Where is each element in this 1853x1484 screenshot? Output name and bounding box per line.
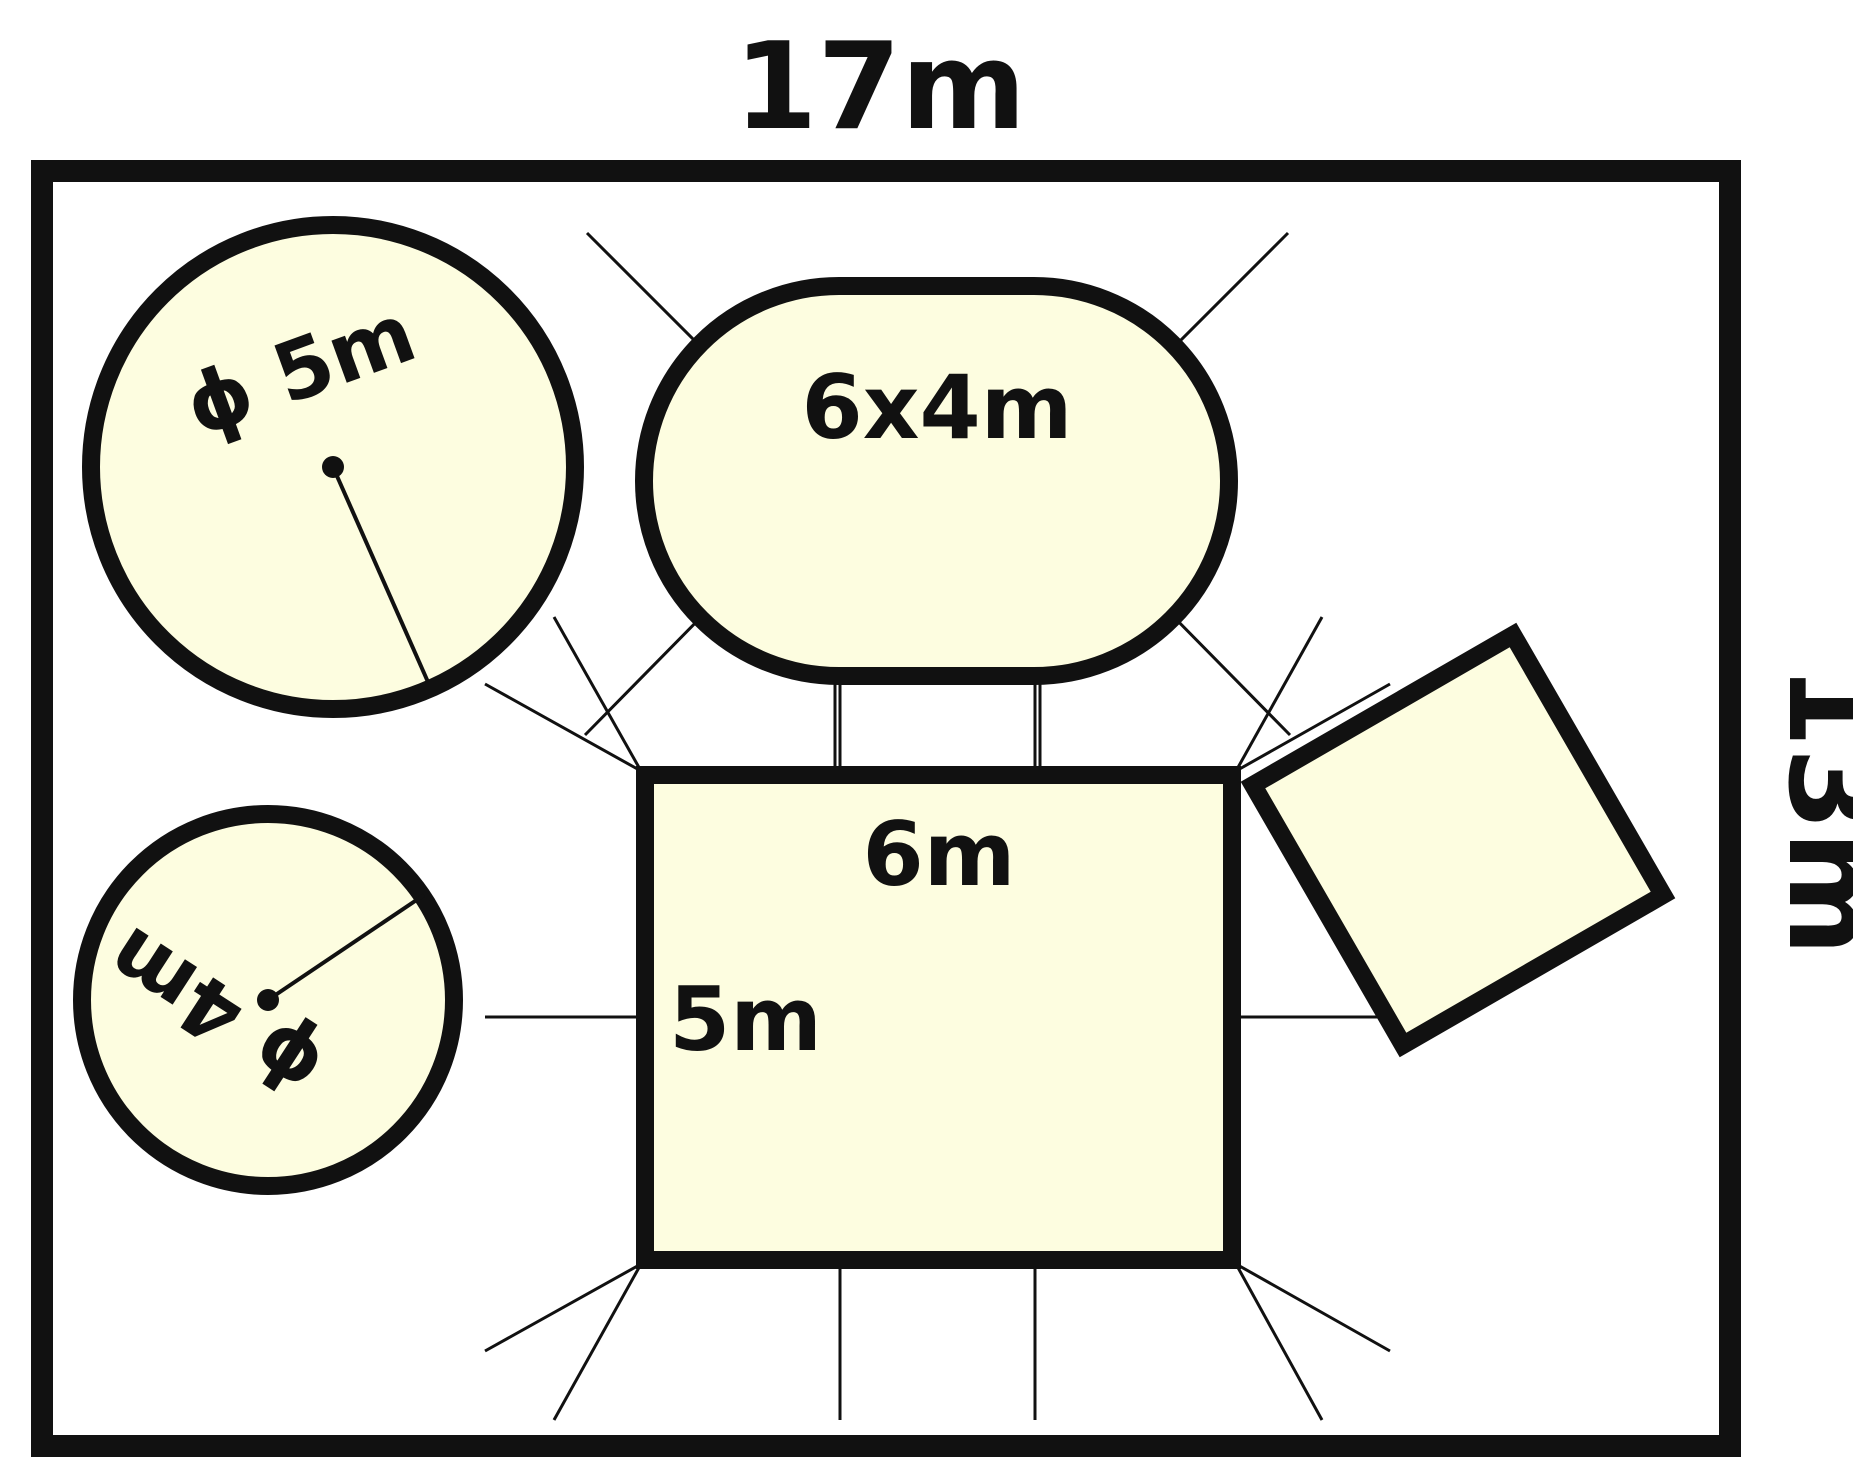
center-dot bbox=[322, 456, 344, 478]
guide-line bbox=[1234, 616, 1324, 772]
guide-line bbox=[1235, 682, 1391, 773]
guide-line bbox=[552, 1263, 643, 1421]
rotated-square-shape bbox=[1240, 622, 1676, 1058]
rect-height-label: 5m bbox=[669, 968, 822, 1071]
oval-label: 6x4m bbox=[802, 356, 1073, 459]
main-rectangle: 6m 5m bbox=[636, 766, 1241, 1269]
center-dot bbox=[257, 989, 279, 1011]
guide-line bbox=[484, 1262, 642, 1353]
guide-line bbox=[1235, 1262, 1391, 1353]
guide-line bbox=[1234, 1263, 1324, 1421]
guide-line bbox=[552, 616, 643, 772]
height-label: 13m bbox=[1761, 664, 1853, 956]
rotated-square bbox=[1240, 622, 1676, 1058]
oval: 6x4m bbox=[635, 277, 1238, 685]
radius-line bbox=[266, 893, 426, 1002]
main-rectangle-shape bbox=[636, 766, 1241, 1269]
circle-small: ϕ 4m bbox=[73, 805, 463, 1195]
radius-line bbox=[331, 466, 430, 683]
width-label: 17m bbox=[734, 18, 1026, 157]
guide-line bbox=[484, 682, 642, 773]
rect-width-label: 6m bbox=[863, 803, 1016, 906]
oval-shape bbox=[635, 277, 1238, 685]
circle-large: ϕ 5m bbox=[82, 216, 584, 718]
